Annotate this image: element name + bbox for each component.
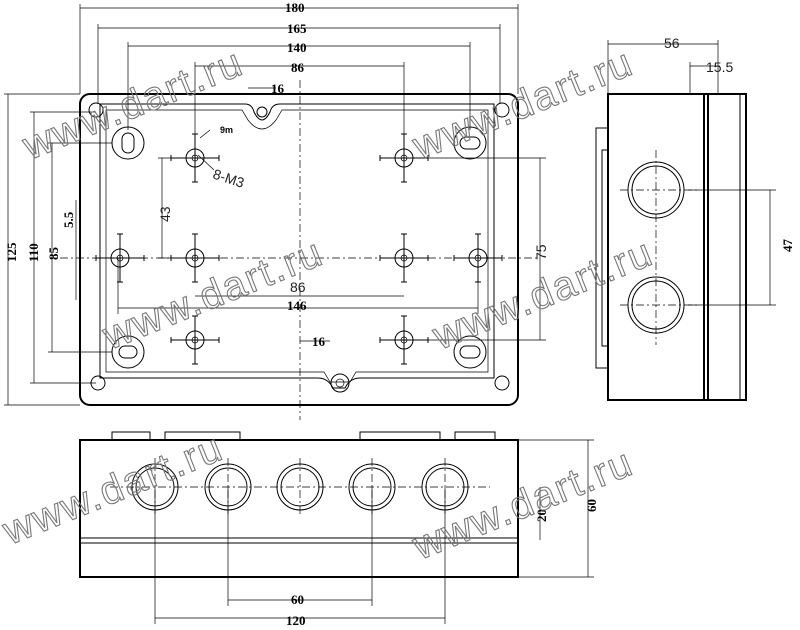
small-callout: 9m: [220, 125, 233, 135]
dim-146: 146: [287, 298, 307, 313]
top-dimensions: 180 165 140 86 16 125 110 85 5.5 43 75 8…: [4, 0, 549, 406]
dim-120-front: 120: [286, 613, 306, 628]
dim-60-front: 60: [291, 592, 304, 607]
dim-75: 75: [533, 244, 549, 260]
dim-85: 85: [46, 247, 61, 261]
watermarks: www.dart.ru www.dart.ru www.dart.ru www.…: [0, 40, 660, 570]
m3-boss: [170, 315, 220, 365]
slot-boss-br: [453, 335, 487, 369]
dim-60-height: 60: [584, 499, 599, 512]
dim-5-5: 5.5: [61, 211, 76, 228]
dim-47: 47: [780, 239, 795, 253]
dim-86-top: 86: [291, 60, 305, 75]
side-view: 56 15.5 47: [595, 35, 795, 401]
dim-140: 140: [287, 40, 307, 55]
top-view: [60, 80, 540, 420]
dim-15-5: 15.5: [706, 59, 733, 75]
front-view: 60 120 20 60: [79, 431, 599, 628]
hole-callout-8-m3: 8-M3: [211, 166, 246, 191]
dim-180: 180: [285, 0, 305, 15]
watermark-5: www.dart.ru: [0, 425, 230, 554]
dim-110: 110: [26, 243, 41, 262]
dim-16-top: 16: [271, 81, 285, 96]
dim-165: 165: [287, 21, 307, 36]
dim-20-front: 20: [534, 509, 549, 522]
watermark-6: www.dart.ru: [406, 440, 640, 569]
dim-86-mid: 86: [290, 279, 306, 295]
dim-56: 56: [664, 35, 680, 51]
front-gland: [276, 458, 324, 516]
dim-16-bottom: 16: [312, 334, 326, 349]
dim-125: 125: [4, 242, 19, 262]
dim-43: 43: [157, 206, 173, 222]
